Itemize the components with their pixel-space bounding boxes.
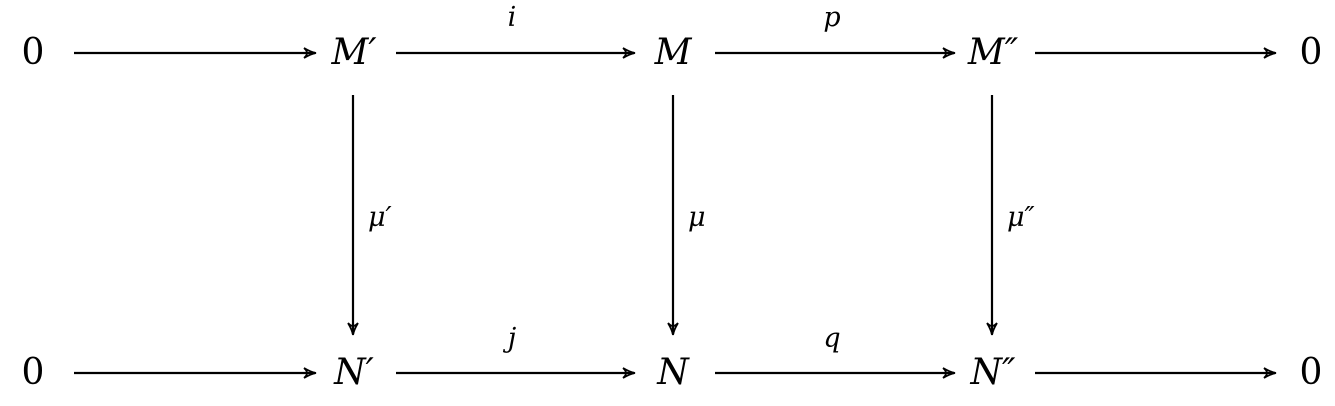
bottom-left-zero: 0 (22, 352, 45, 393)
label-mu-prime: μ′ (368, 202, 392, 233)
node-n-prime: N′ (333, 352, 374, 393)
node-n: N (656, 352, 690, 393)
label-q: q (823, 323, 840, 354)
label-j: j (503, 323, 516, 354)
label-p: p (823, 2, 840, 33)
label-mu: μ (688, 202, 706, 233)
label-i: i (508, 2, 517, 33)
bottom-right-zero: 0 (1300, 352, 1323, 393)
node-m-prime: M′ (330, 32, 376, 73)
top-right-zero: 0 (1300, 32, 1323, 73)
node-n-double-prime: N″ (970, 352, 1017, 393)
node-m-double-prime: M″ (967, 32, 1019, 73)
node-m: M (654, 32, 693, 73)
label-mu-double-prime: μ″ (1007, 202, 1035, 233)
top-left-zero: 0 (22, 32, 45, 73)
